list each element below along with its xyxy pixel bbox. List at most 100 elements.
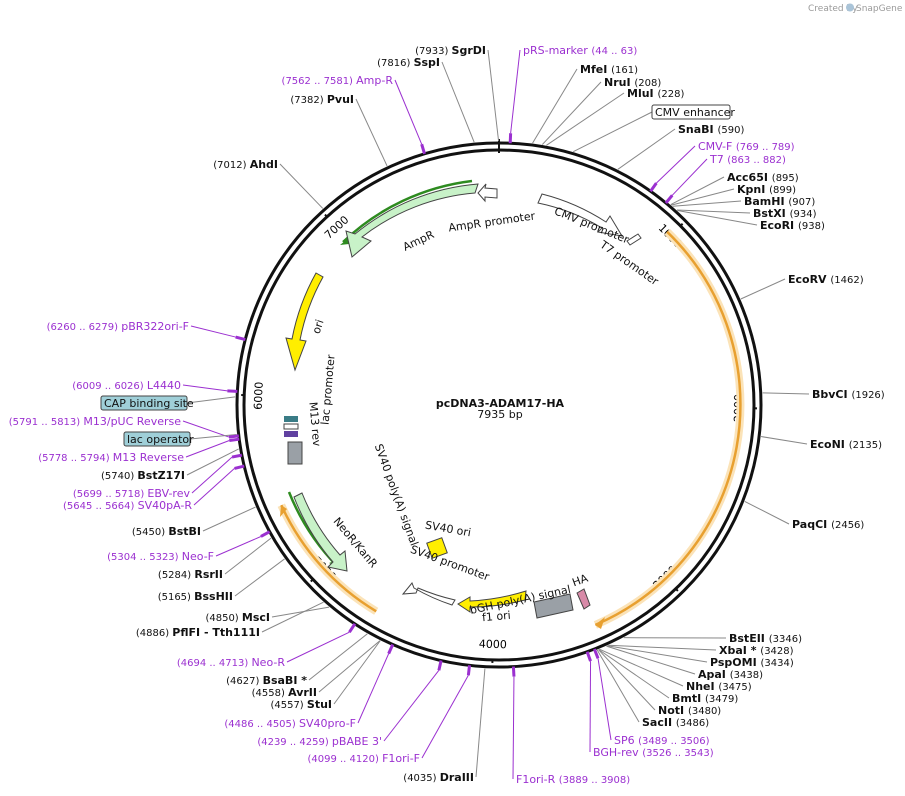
enzyme-position: (3480) bbox=[688, 706, 721, 717]
primer-binding-mark bbox=[348, 622, 357, 633]
enzyme-name: MscI bbox=[242, 611, 270, 624]
primer-range: (44 .. 63) bbox=[591, 46, 637, 57]
primer-name: M13 Reverse bbox=[113, 451, 184, 464]
enzyme-name: NheI bbox=[686, 680, 718, 693]
enzyme-position: (4850) bbox=[205, 613, 241, 624]
primer-range: (3526 .. 3543) bbox=[642, 748, 714, 759]
primer-name: T7 bbox=[709, 153, 727, 166]
primer-range: (7562 .. 7581) bbox=[282, 76, 357, 87]
primer-name: pBABE 3' bbox=[332, 735, 382, 748]
enzyme-leader-line bbox=[487, 49, 500, 142]
primer-leader-line bbox=[215, 536, 262, 557]
enzyme-name: PvuI bbox=[327, 93, 354, 106]
enzyme-name: StuI bbox=[307, 698, 332, 711]
primer-leader-line bbox=[182, 420, 230, 438]
primer-leader-line bbox=[357, 653, 390, 724]
enzyme-site-label: (4035) DraIII bbox=[403, 771, 474, 784]
enzyme-name: BstEII bbox=[729, 632, 769, 645]
enzyme-leader-line bbox=[308, 633, 368, 681]
enzyme-name: BstZ17I bbox=[137, 469, 185, 482]
plasmid-length: 7935 bp bbox=[477, 408, 522, 421]
cmv-enhancer-box bbox=[651, 104, 731, 120]
feature-lac-operator-mark bbox=[283, 423, 299, 430]
enzyme-position: (3479) bbox=[705, 694, 738, 705]
enzyme-leader-line bbox=[541, 81, 602, 145]
enzyme-position: (895) bbox=[772, 173, 799, 184]
enzyme-name: XbaI * bbox=[719, 644, 760, 657]
enzyme-site-label: Acc65I (895) bbox=[727, 171, 799, 184]
enzyme-leader-line bbox=[670, 176, 725, 206]
enzyme-site-label: (5740) BstZ17I bbox=[101, 469, 185, 482]
enzyme-name: EcoNI bbox=[810, 438, 849, 451]
enzyme-position: (899) bbox=[769, 185, 796, 196]
primer-label: CMV-F (769 .. 789) bbox=[698, 140, 795, 153]
enzyme-leader-line bbox=[333, 640, 381, 705]
enzyme-site-label: PspOMI (3434) bbox=[710, 656, 794, 669]
feature-ampr-promoter bbox=[477, 183, 498, 203]
plasmid-name: pcDNA3-ADAM17-HA bbox=[436, 397, 565, 410]
tick-label: 4000 bbox=[479, 638, 507, 652]
primer-binding-mark bbox=[387, 643, 395, 655]
enzyme-site-label: ApaI (3438) bbox=[698, 668, 763, 681]
enzyme-site-label: SnaBI (590) bbox=[678, 123, 744, 136]
primer-label: (5791 .. 5813) M13/pUC Reverse bbox=[9, 415, 181, 428]
cap-binding-site-box bbox=[100, 395, 188, 411]
feature-m13-rev-mark bbox=[284, 431, 298, 437]
enzyme-position: (4557) bbox=[270, 700, 306, 711]
enzyme-name: BssHII bbox=[194, 590, 233, 603]
feature-ori bbox=[285, 272, 324, 372]
enzyme-name: ApaI bbox=[698, 668, 730, 681]
feature-cmv-promoter bbox=[537, 193, 623, 237]
primer-name: BGH-rev bbox=[593, 746, 642, 759]
feature-label-f1-ori: f1 ori bbox=[482, 609, 512, 624]
enzyme-name: PspOMI bbox=[710, 656, 761, 669]
enzyme-site-label: (4886) PflFI - Tth111I bbox=[136, 626, 260, 639]
enzyme-position: (7012) bbox=[213, 160, 249, 171]
primer-label: (4486 .. 4505) SV40pro-F bbox=[224, 717, 356, 730]
enzyme-site-label: (5284) RsrII bbox=[158, 568, 223, 581]
feature-label-sv40-ori: SV40 ori bbox=[424, 519, 472, 540]
enzyme-leader-line bbox=[606, 645, 696, 675]
tick-label: 6000 bbox=[252, 381, 266, 409]
snapgene-logo-icon bbox=[846, 3, 854, 12]
primer-binding-mark bbox=[649, 182, 658, 193]
enzyme-site-label: NruI (208) bbox=[604, 76, 661, 89]
enzyme-site-label: XbaI * (3428) bbox=[719, 644, 794, 657]
enzyme-position: (4627) bbox=[226, 676, 262, 687]
primer-binding-mark bbox=[231, 453, 243, 459]
enzyme-site-label: (4558) AvrII bbox=[252, 686, 317, 699]
enzyme-site-label: KpnI (899) bbox=[737, 183, 796, 196]
primer-leader-line bbox=[421, 675, 469, 759]
primer-name: F1ori-F bbox=[382, 752, 420, 765]
enzyme-name: BmtI bbox=[672, 692, 705, 705]
adam17-orf-arc bbox=[594, 230, 742, 627]
enzyme-position: (2456) bbox=[831, 520, 864, 531]
primer-leader-line bbox=[193, 468, 235, 506]
enzyme-name: MluI bbox=[627, 87, 657, 100]
primer-name: F1ori-R bbox=[516, 773, 559, 786]
boxed-label-leader bbox=[189, 433, 237, 440]
primer-name: EBV-rev bbox=[147, 487, 190, 500]
feature-label-sv40-promoter: SV40 promoter bbox=[409, 543, 492, 584]
primer-name: SP6 bbox=[614, 734, 638, 747]
enzyme-site-label: SacII (3486) bbox=[642, 716, 709, 729]
primer-label: SP6 (3489 .. 3506) bbox=[614, 734, 710, 747]
enzyme-leader-line bbox=[532, 68, 578, 144]
primer-range: (4239 .. 4259) bbox=[257, 737, 332, 748]
enzyme-position: (938) bbox=[798, 221, 825, 232]
enzyme-leader-line bbox=[607, 645, 708, 663]
enzyme-site-label: (5165) BssHII bbox=[158, 590, 233, 603]
enzyme-leader-line bbox=[608, 644, 717, 651]
enzyme-name: KpnI bbox=[737, 183, 769, 196]
primer-label: (4099 .. 4120) F1ori-F bbox=[307, 752, 420, 765]
primer-binding-mark bbox=[229, 437, 240, 442]
snapgene-credit: Created by SnapGene bbox=[808, 3, 903, 14]
feature-ampr bbox=[345, 183, 479, 258]
boxed-label-leader bbox=[186, 396, 236, 404]
enzyme-position: (3475) bbox=[718, 682, 751, 693]
enzyme-leader-line bbox=[355, 98, 388, 167]
primer-label: pRS-marker (44 .. 63) bbox=[523, 44, 637, 57]
enzyme-position: (1462) bbox=[830, 275, 863, 286]
enzyme-leader-line bbox=[762, 392, 810, 395]
feature-label-cmv-promoter: CMV promoter bbox=[552, 205, 631, 247]
